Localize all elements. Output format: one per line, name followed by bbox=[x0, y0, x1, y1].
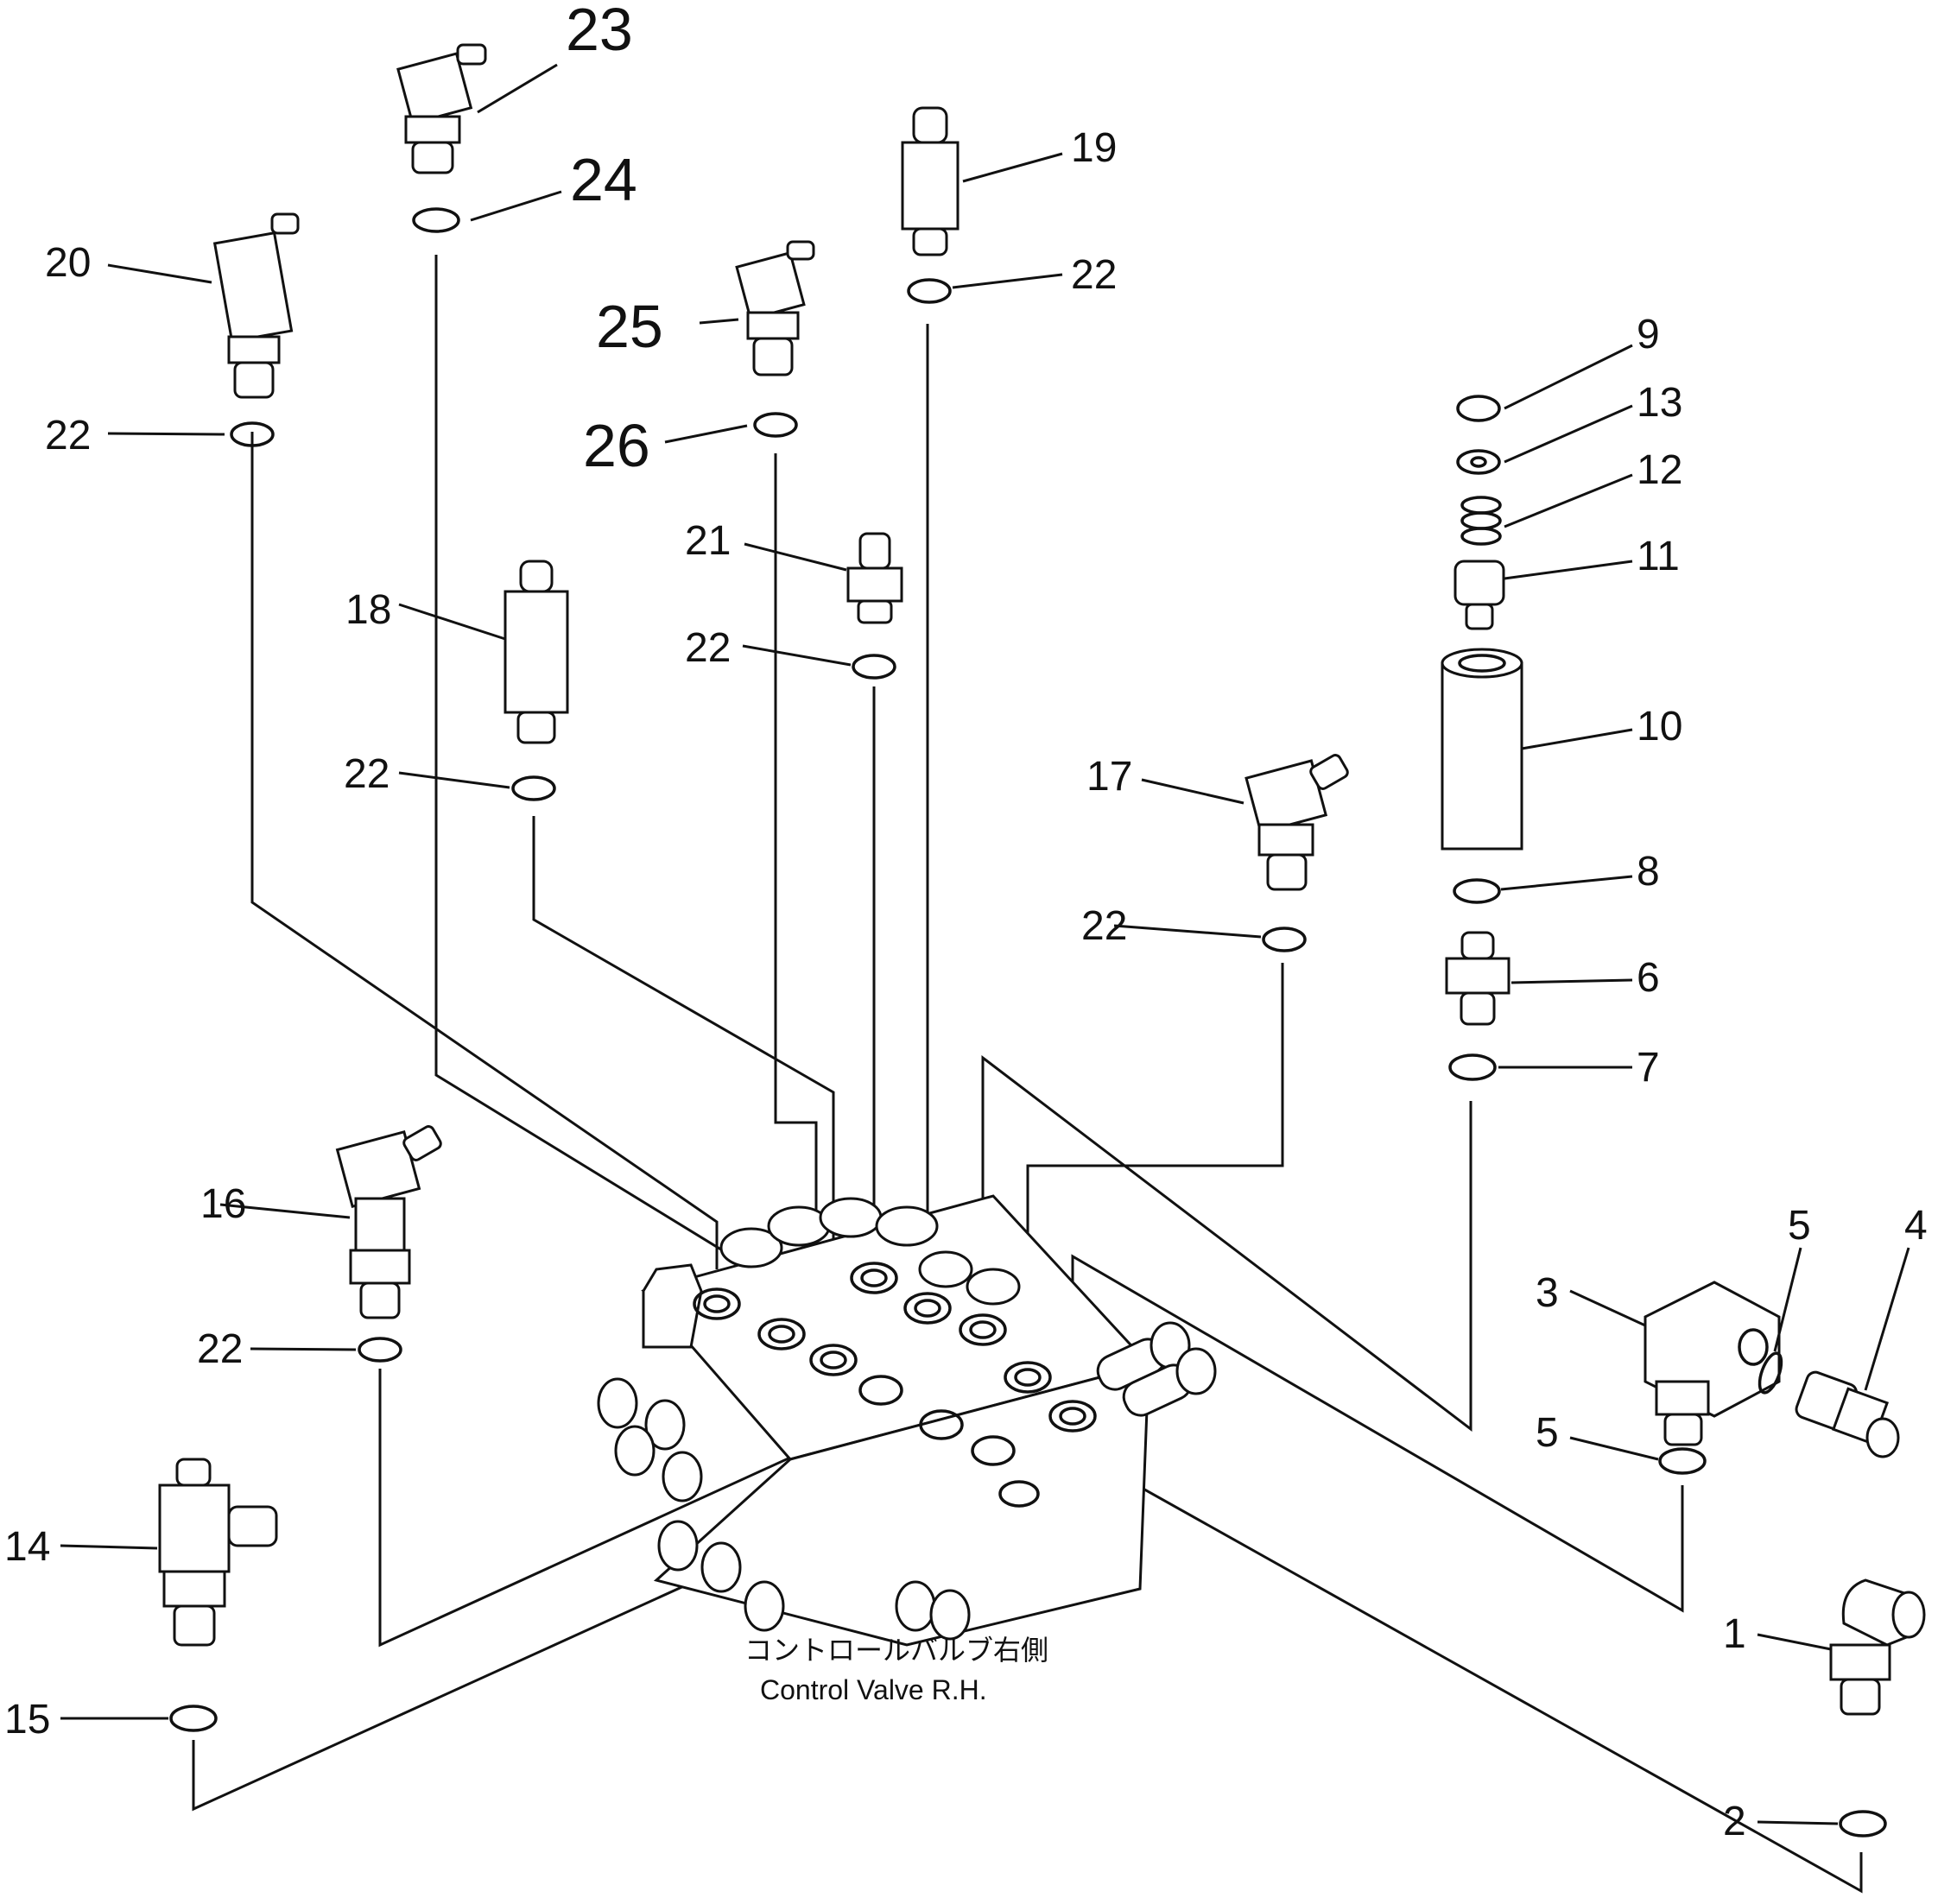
part-5-o-ring bbox=[1658, 1447, 1707, 1475]
part-25-elbow-fitting bbox=[735, 240, 815, 376]
part-13-washer bbox=[1456, 449, 1501, 475]
label-16: 16 bbox=[200, 1181, 246, 1227]
label-26: 26 bbox=[583, 412, 650, 479]
label-22: 22 bbox=[685, 625, 731, 671]
part-1-elbow-fitting bbox=[1829, 1578, 1926, 1716]
part-15-o-ring bbox=[169, 1705, 218, 1732]
part-4-connector bbox=[1795, 1370, 1900, 1458]
control-valve-body bbox=[597, 1194, 1217, 1647]
label-24: 24 bbox=[570, 146, 637, 213]
label-1: 1 bbox=[1723, 1611, 1746, 1657]
part-22-o-ring bbox=[230, 421, 275, 447]
label-22: 22 bbox=[197, 1326, 243, 1372]
part-6-plug bbox=[1445, 931, 1510, 1026]
label-5: 5 bbox=[1788, 1203, 1811, 1249]
part-11-poppet bbox=[1454, 560, 1505, 630]
left-spool-caps bbox=[597, 1377, 971, 1641]
caption-japanese: コントロールバルブ右側 bbox=[744, 1635, 1048, 1666]
part-17-elbow-fitting bbox=[1244, 754, 1349, 891]
label-22: 22 bbox=[45, 413, 91, 459]
part-22-o-ring bbox=[358, 1337, 402, 1363]
part-2-o-ring bbox=[1839, 1810, 1887, 1838]
label-19: 19 bbox=[1071, 125, 1117, 171]
part-22-o-ring bbox=[1262, 927, 1307, 952]
label-7: 7 bbox=[1637, 1045, 1660, 1091]
relief-valve-stack bbox=[1441, 395, 1523, 1081]
label-8: 8 bbox=[1637, 849, 1660, 895]
label-15: 15 bbox=[4, 1697, 50, 1743]
label-4: 4 bbox=[1904, 1203, 1928, 1249]
part-12-spring bbox=[1460, 496, 1502, 546]
label-5: 5 bbox=[1536, 1410, 1559, 1456]
valve-ports bbox=[693, 1262, 1097, 1508]
part-22-o-ring bbox=[511, 775, 556, 801]
part-22-o-ring bbox=[852, 654, 896, 680]
part-22-o-ring bbox=[907, 278, 952, 304]
label-22: 22 bbox=[344, 751, 390, 797]
part-24-o-ring bbox=[412, 207, 460, 233]
part-7-o-ring bbox=[1448, 1053, 1497, 1081]
label-17: 17 bbox=[1086, 754, 1132, 800]
part-5-o-ring bbox=[1758, 1351, 1783, 1395]
leader-lines bbox=[60, 63, 1910, 1825]
label-6: 6 bbox=[1637, 955, 1660, 1001]
caption-english: Control Valve R.H. bbox=[760, 1674, 987, 1705]
part-3-elbow-body bbox=[1644, 1281, 1781, 1446]
label-3: 3 bbox=[1536, 1270, 1559, 1316]
assembly-lines bbox=[192, 255, 1863, 1894]
part-8-o-ring bbox=[1453, 878, 1501, 904]
part-21-fitting bbox=[846, 532, 903, 624]
label-25: 25 bbox=[596, 293, 663, 360]
label-12: 12 bbox=[1637, 447, 1682, 493]
label-18: 18 bbox=[345, 587, 391, 633]
right-spool-caps bbox=[1096, 1321, 1217, 1417]
label-22: 22 bbox=[1071, 252, 1117, 298]
diagram-caption: コントロールバルブ右側 Control Valve R.H. bbox=[744, 1635, 1048, 1705]
label-23: 23 bbox=[566, 0, 633, 63]
part-16-elbow-fitting bbox=[335, 1125, 442, 1319]
label-14: 14 bbox=[4, 1524, 50, 1570]
label-9: 9 bbox=[1637, 312, 1660, 357]
part-10-sleeve bbox=[1441, 648, 1523, 851]
part-23-elbow-fitting bbox=[396, 43, 487, 174]
part-number-labels: 23 24 20 22 25 26 19 22 9 13 12 11 10 8 … bbox=[4, 0, 1928, 1844]
label-20: 20 bbox=[45, 240, 91, 286]
part-9-snap-ring bbox=[1456, 395, 1501, 422]
part-20-elbow-fitting bbox=[212, 212, 300, 399]
label-11: 11 bbox=[1637, 534, 1680, 579]
part-14-tee-fitting bbox=[158, 1458, 278, 1647]
label-2: 2 bbox=[1723, 1799, 1746, 1844]
part-26-o-ring bbox=[753, 412, 798, 438]
label-10: 10 bbox=[1637, 704, 1682, 750]
label-21: 21 bbox=[685, 518, 731, 564]
label-22: 22 bbox=[1081, 903, 1127, 949]
part-19-valve bbox=[901, 106, 960, 256]
label-13: 13 bbox=[1637, 380, 1682, 426]
part-18-valve bbox=[504, 560, 569, 744]
